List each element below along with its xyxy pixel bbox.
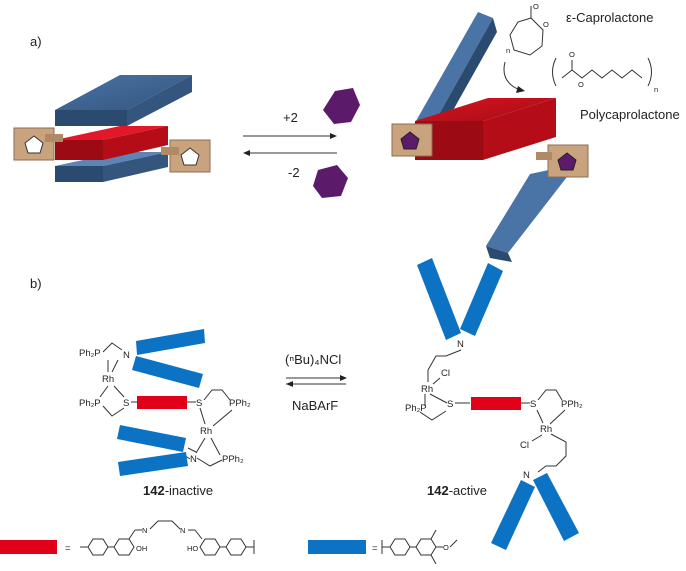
inactive-blue-ligand-lower-a: [117, 425, 186, 452]
svg-text:Ph₂P: Ph₂P: [79, 348, 101, 359]
ring-n: n: [506, 46, 510, 55]
forward-label: +2: [283, 110, 298, 125]
forward-reagent: (ⁿBu)₄NCl: [285, 352, 341, 367]
svg-text:Ph₂P: Ph₂P: [79, 398, 101, 409]
svg-text:142-inactive: 142-inactive: [143, 483, 213, 498]
inactive-blue-ligand-lower-b: [118, 452, 188, 476]
inactive-compound-suffix: -inactive: [165, 483, 213, 498]
active-blue-ligand-lower-b: [533, 473, 579, 541]
svg-text:Rh: Rh: [102, 374, 114, 385]
guest-hexagon-bottom: [313, 165, 348, 198]
inactive-compound-number: 142: [143, 483, 165, 498]
reverse-label: -2: [288, 165, 300, 180]
svg-text:Ph₂P: Ph₂P: [405, 403, 427, 414]
svg-text:O: O: [543, 20, 549, 29]
svg-text:PPh₂: PPh₂: [561, 399, 583, 410]
svg-text:HO: HO: [187, 544, 198, 553]
panel-b-label: b): [30, 276, 42, 291]
svg-text:N: N: [123, 350, 130, 361]
svg-text:S: S: [123, 398, 129, 409]
svg-text:142-active: 142-active: [427, 483, 487, 498]
polymer-n: n: [654, 85, 658, 94]
svg-text:PPh₂: PPh₂: [222, 454, 244, 465]
svg-text:=: =: [65, 543, 71, 554]
svg-text:Rh: Rh: [540, 424, 552, 435]
svg-text:S: S: [196, 398, 202, 409]
active-blue-ligand-lower-a: [491, 480, 535, 550]
panel-a-label: a): [30, 34, 42, 49]
monomer-label: ε-Caprolactone: [566, 10, 653, 25]
svg-text:O: O: [578, 80, 584, 89]
blue-ligand-legend: = O: [308, 529, 458, 565]
active-compound-suffix: -active: [449, 483, 487, 498]
svg-text:S: S: [447, 399, 453, 410]
active-compound-number: 142: [427, 483, 449, 498]
inactive-blue-ligand-upper-a: [136, 329, 205, 355]
equilibrium-arrows-b: (ⁿBu)₄NCl NaBArF: [285, 352, 347, 413]
guest-hexagon-top: [323, 88, 360, 124]
active-red-linker: [471, 397, 521, 410]
red-linker-legend: = N N OH HO: [0, 520, 255, 556]
polymer-label: Polycaprolactone: [580, 107, 680, 122]
inactive-red-linker: [137, 396, 187, 409]
svg-text:=: =: [372, 543, 378, 554]
svg-text:N: N: [190, 454, 197, 465]
caprolactone-structure: O O n ε-Caprolactone: [503, 2, 653, 93]
polycaprolactone-structure: O O n Polycaprolactone: [552, 50, 680, 122]
svg-text:Cl: Cl: [520, 440, 529, 451]
svg-text:N: N: [523, 470, 530, 481]
open-complex: [391, 12, 589, 262]
svg-text:O: O: [569, 50, 575, 59]
svg-text:PPh₂: PPh₂: [229, 398, 251, 409]
svg-text:Rh: Rh: [200, 426, 212, 437]
equilibrium-arrows-a: +2 -2: [243, 110, 337, 180]
svg-text:O: O: [533, 2, 539, 11]
svg-text:N: N: [180, 526, 185, 535]
svg-text:O: O: [443, 543, 449, 552]
inactive-blue-ligand-upper-b: [132, 356, 203, 388]
closed-sandwich-complex: [13, 75, 211, 182]
svg-text:Rh: Rh: [421, 384, 433, 395]
svg-text:Cl: Cl: [441, 368, 450, 379]
svg-text:OH: OH: [136, 544, 147, 553]
svg-text:N: N: [142, 526, 147, 535]
svg-text:N: N: [457, 339, 464, 350]
svg-text:S: S: [530, 399, 536, 410]
reverse-reagent: NaBArF: [292, 398, 338, 413]
active-blue-ligand-upper-b: [460, 263, 503, 336]
active-complex-structure: N Rh Cl Ph₂P S S PPh₂ Rh Cl N: [405, 339, 583, 481]
active-blue-ligand-upper-a: [417, 258, 461, 340]
